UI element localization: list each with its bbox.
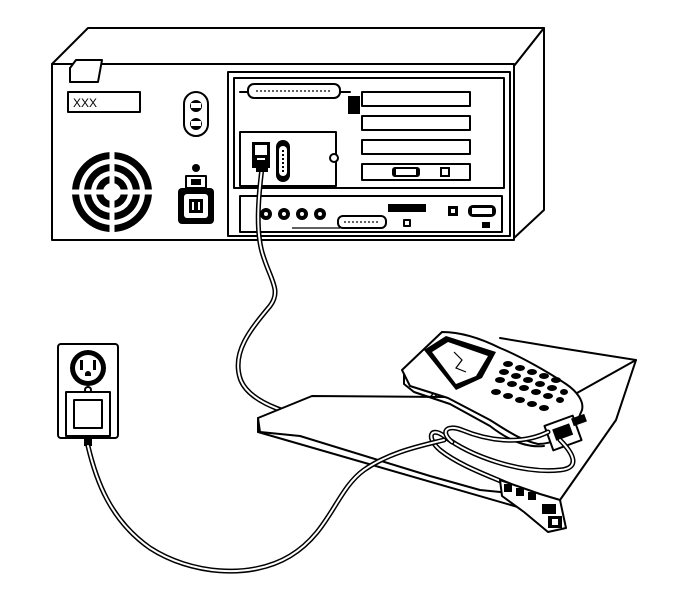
pc-label-box [67, 91, 141, 113]
desktop-pc: XXX [51, 27, 545, 241]
parallel-card [239, 83, 351, 99]
keypad [491, 361, 568, 411]
serial-plug [256, 160, 268, 172]
pc-label-text: XXX [73, 96, 97, 110]
pc-side-face [513, 27, 545, 239]
power-inlet-icon [178, 175, 214, 224]
pc-top-face [51, 27, 545, 67]
indicator-dot [192, 164, 200, 172]
adapter-label [73, 399, 103, 429]
dlc-connector-icon [499, 479, 567, 533]
power-adapter [65, 391, 111, 446]
rs232-module [239, 131, 339, 187]
pc-tab [69, 59, 103, 83]
power-cable [85, 437, 447, 574]
fan-icon [70, 150, 154, 234]
outlet-receptacle-icon [70, 350, 106, 386]
io-ports-row [239, 195, 503, 233]
adapter-strain-relief [84, 436, 92, 446]
voltage-switch-icon [183, 91, 209, 137]
expansion-area [227, 71, 511, 237]
slot-covers [348, 91, 471, 181]
dlc-cable [428, 425, 576, 533]
card-cage [233, 77, 505, 189]
